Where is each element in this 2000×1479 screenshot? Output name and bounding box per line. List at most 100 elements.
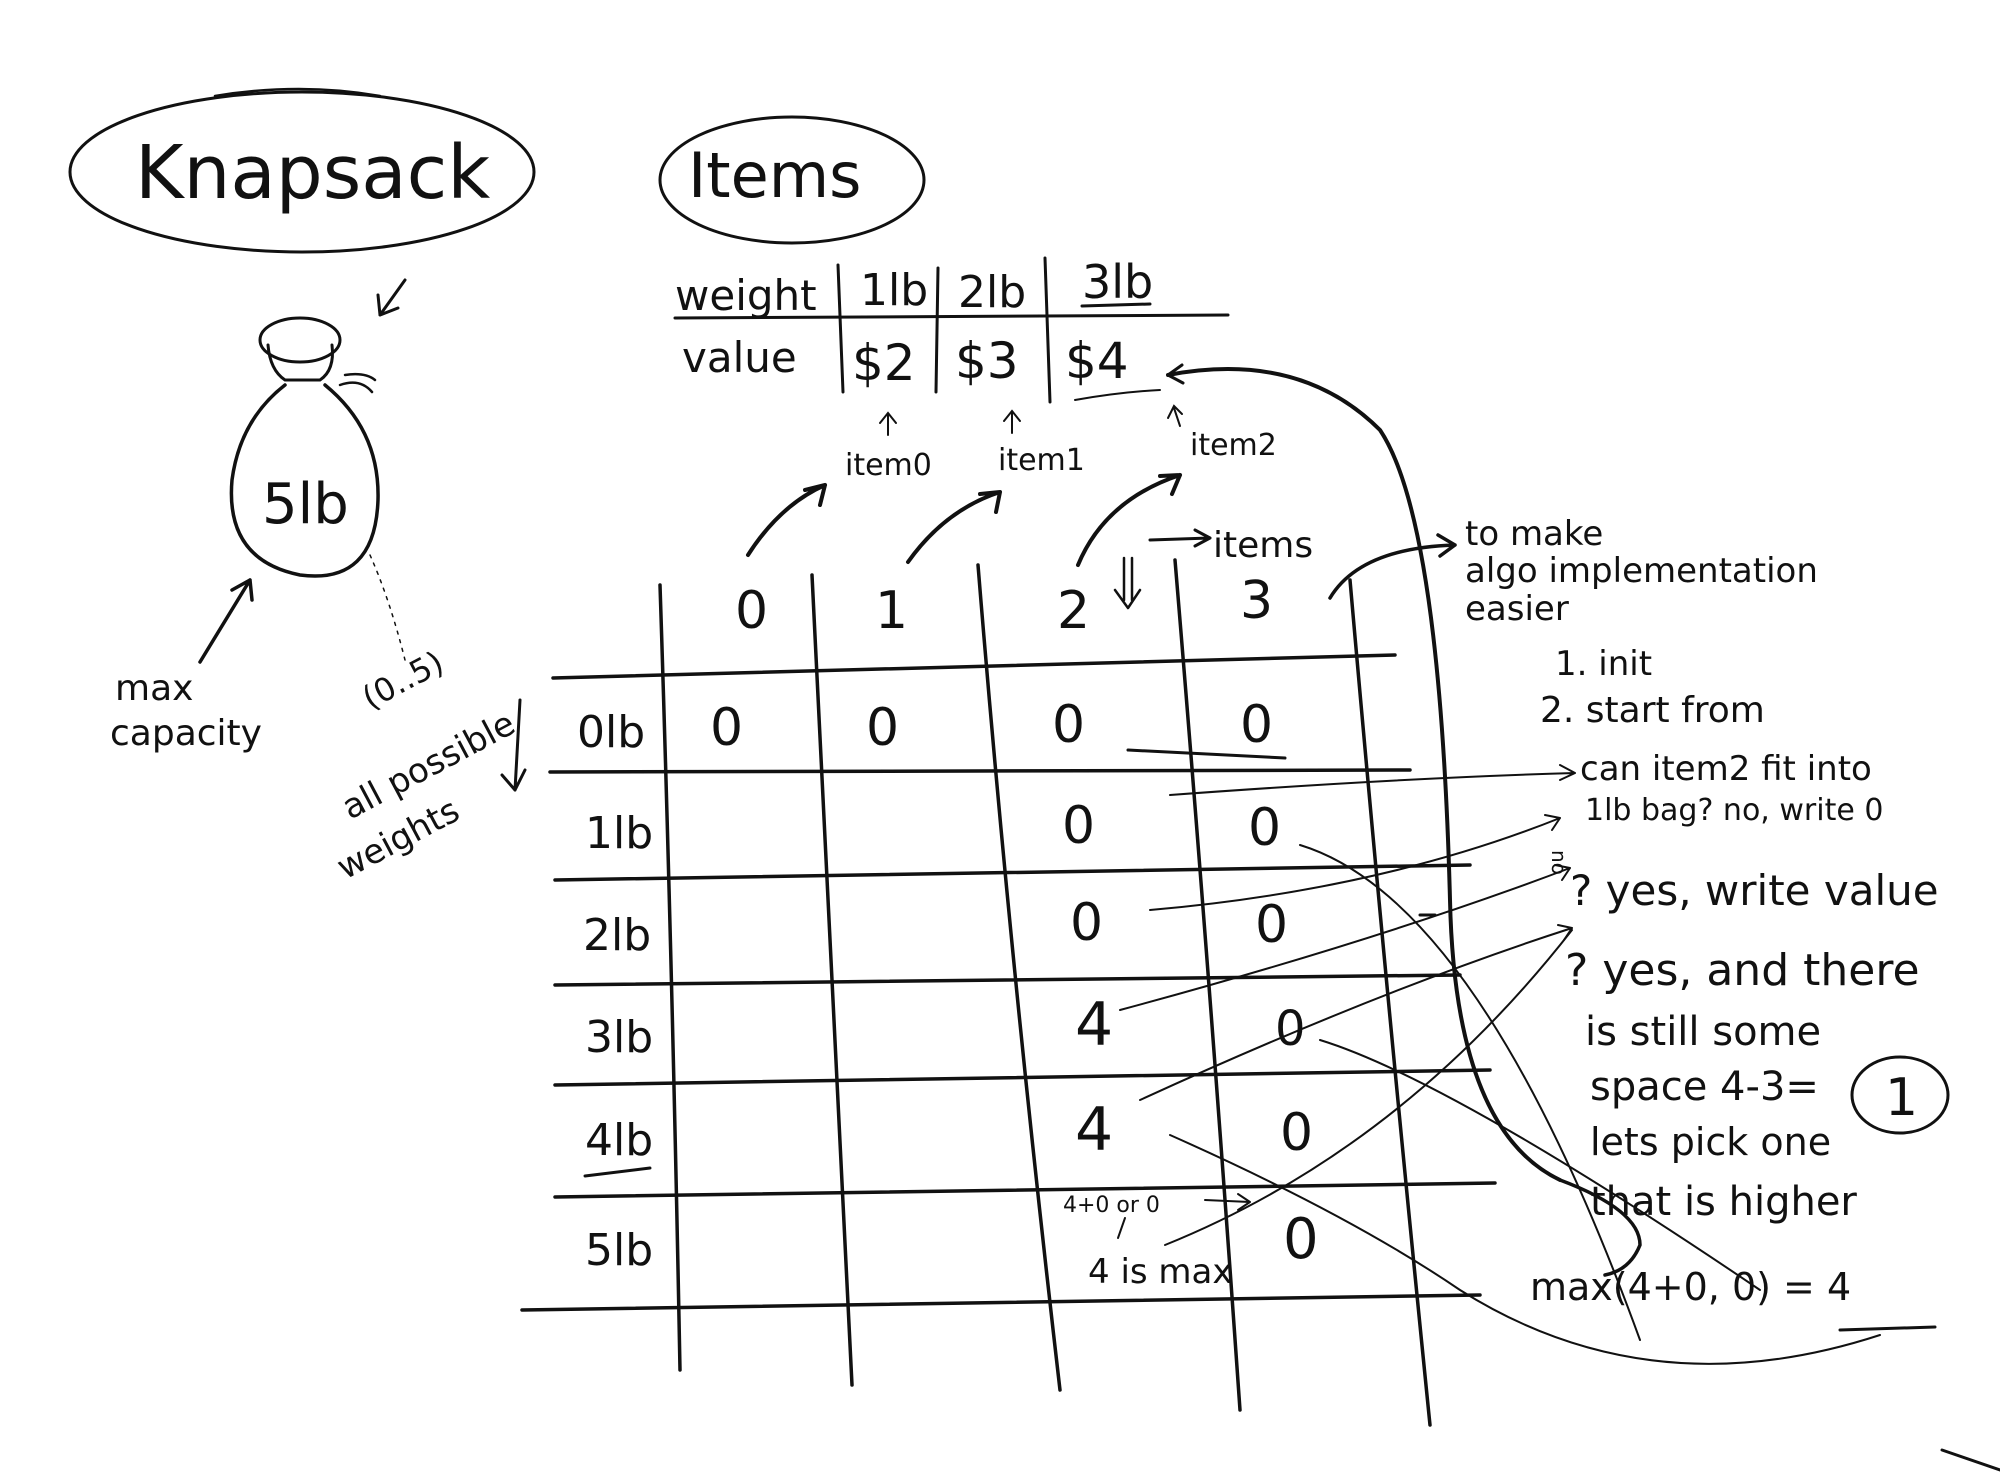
weights-down-arrow xyxy=(500,698,527,792)
item-name-2: item2 xyxy=(1190,428,1277,463)
item-weight-2-underline xyxy=(1080,302,1152,308)
items-table-vline-2 xyxy=(934,266,940,394)
row-header-1: 1lb xyxy=(585,808,653,859)
grid-hline-4 xyxy=(553,1068,1492,1087)
row-header-5: 5lb xyxy=(585,1225,653,1276)
max-capacity-label-line2: capacity xyxy=(110,713,262,754)
bag-tie xyxy=(338,372,377,394)
max-capacity-arrow xyxy=(198,578,254,664)
grid-hline-5 xyxy=(553,1181,1497,1199)
items-table-hline xyxy=(673,313,1230,320)
col-header-3: 3 xyxy=(1240,571,1273,631)
col-header-0: 0 xyxy=(735,581,768,641)
items-title: Items xyxy=(658,115,926,245)
note-line-2: ? yes, write value xyxy=(1570,866,1939,915)
cell-5-3: 0 xyxy=(1283,1207,1319,1272)
cell-4-2: 4 xyxy=(1075,1095,1113,1165)
item-value-2: $4 xyxy=(1065,332,1129,390)
col-header-2: 2 xyxy=(1057,581,1090,641)
extra-column-note-line1: to make xyxy=(1465,514,1603,554)
note-line-4: is still some xyxy=(1585,1009,1821,1055)
step-1: 1. init xyxy=(1555,644,1652,684)
items-row-label-weight: weight xyxy=(675,271,817,320)
extra-column-note-line3: easier xyxy=(1465,589,1569,629)
col2-to-item2-arrow xyxy=(1076,473,1182,567)
items-direction-arrow xyxy=(1148,528,1212,548)
items-ellipse xyxy=(658,115,926,245)
formula-bracket xyxy=(1558,1178,1642,1277)
grid-hline-0 xyxy=(551,653,1397,680)
item-value-2-underline xyxy=(1074,389,1161,401)
cell-5-note-arrow xyxy=(1164,929,1573,1246)
note-line-7: that is higher xyxy=(1590,1179,1857,1225)
note-line-6: lets pick one xyxy=(1590,1120,1831,1164)
grid-hline-1 xyxy=(548,768,1412,774)
cell-0-1: 0 xyxy=(866,698,899,758)
row-header-0: 0lb xyxy=(577,707,645,758)
title-to-bag-arrow xyxy=(376,278,407,317)
row-header-4-underline xyxy=(583,1166,652,1178)
grid-hline-6 xyxy=(520,1293,1482,1312)
corner-stroke xyxy=(1940,1448,2000,1472)
items-table-vline-1 xyxy=(836,263,845,394)
grid-vline-2 xyxy=(976,563,1062,1392)
title-text: Knapsack xyxy=(135,130,490,216)
cell-3-3-link xyxy=(1319,1039,1761,1291)
item-weight-0: 1lb xyxy=(860,265,928,316)
col1-to-item1-arrow xyxy=(906,490,1002,564)
bag-neck-top xyxy=(258,316,342,364)
cell-2-2: 0 xyxy=(1070,893,1103,953)
grid-vline-0 xyxy=(658,583,682,1372)
grid-hline-3 xyxy=(553,973,1462,987)
cell-note-down-tick xyxy=(1117,1217,1126,1239)
bag-neck xyxy=(266,343,334,382)
title-ellipse-overdraw xyxy=(213,87,382,98)
max-capacity-label-line1: max xyxy=(115,668,193,709)
item-value-1: $3 xyxy=(955,332,1019,390)
scratch-mark xyxy=(1126,748,1287,760)
col0-to-item0-arrow xyxy=(746,483,827,557)
cell-1-3: 0 xyxy=(1248,798,1281,858)
col-header-1: 1 xyxy=(875,581,908,641)
max-formula-underline xyxy=(1838,1325,1937,1332)
remaining-space-value: 1 xyxy=(1885,1068,1918,1128)
row-header-4: 4lb xyxy=(585,1115,653,1166)
cell-note-or: 4+0 or 0 xyxy=(1063,1193,1160,1218)
cell-3-2-note-arrow xyxy=(1119,864,1571,1011)
weights-range: (0..5) xyxy=(356,643,450,717)
grid-vline-3 xyxy=(1173,558,1242,1412)
grid-hline-2 xyxy=(553,863,1472,882)
value-to-note-arrowhead xyxy=(1166,363,1185,385)
cell-2-3: 0 xyxy=(1255,895,1288,955)
down-double-arrow xyxy=(1113,556,1142,610)
item0-up-arrow xyxy=(879,411,897,436)
cell-4-2-to-formula-link xyxy=(1169,1134,1881,1365)
note-line-0: can item2 fit into xyxy=(1580,749,1872,789)
items-row-label-value: value xyxy=(682,333,797,382)
step-2: 2. start from xyxy=(1540,690,1765,731)
cell-0-3: 0 xyxy=(1240,695,1273,755)
item-value-0: $2 xyxy=(852,334,916,392)
item-name-0: item0 xyxy=(845,448,932,483)
note-line-5: space 4-3= xyxy=(1590,1064,1819,1110)
bag-dotted-line xyxy=(369,554,406,661)
items-table-vline-3 xyxy=(1043,256,1052,404)
bag: 5lb max capacity (0..5) all possible wei… xyxy=(110,316,527,888)
items-direction-label: items xyxy=(1213,525,1313,566)
cell-0-0: 0 xyxy=(710,698,743,758)
item-name-1: item1 xyxy=(998,443,1085,478)
max-formula: max(4+0, 0) = 4 xyxy=(1530,1265,1851,1309)
notes: to make algo implementation easier 1. in… xyxy=(1119,363,2000,1472)
cell-1-2-note-arrow xyxy=(1169,764,1576,796)
col3-note-arrow xyxy=(1328,533,1457,600)
cell-4-3: 0 xyxy=(1280,1103,1313,1163)
item-weight-1: 2lb xyxy=(958,267,1026,318)
title-ellipse xyxy=(68,90,536,254)
value-to-note-long-curve xyxy=(1166,367,1562,1182)
item2-up-arrow xyxy=(1167,404,1183,427)
grid-vline-4 xyxy=(1348,578,1432,1427)
remaining-space-circle xyxy=(1850,1055,1950,1135)
bag-body xyxy=(229,383,380,578)
dp-grid: 0 1 2 3 items 0lb 1lb 2lb 3lb 4lb 5lb 0 … xyxy=(520,525,1497,1427)
